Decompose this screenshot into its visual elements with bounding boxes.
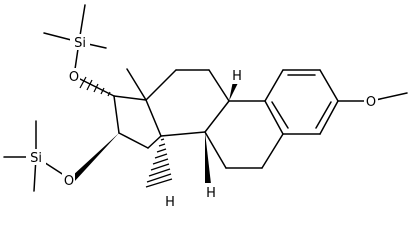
bond-c9-c8	[204, 100, 230, 133]
wedge-c9-h	[229, 81, 238, 101]
atom-h-14: H	[165, 195, 175, 210]
atom-si-lower: Si	[30, 151, 42, 166]
stereo-bonds	[71, 68, 238, 188]
bond-c16-c15	[118, 132, 149, 149]
bond-c8-c14	[160, 131, 206, 137]
bond-c7-c8	[204, 131, 227, 169]
bond-c11-c9	[208, 69, 230, 102]
molecule-structure: Si O Si O O H H H	[3, 4, 408, 210]
wedge-c16-o	[71, 133, 119, 182]
bond-c17-c13	[113, 95, 147, 101]
bond-c3-c4	[319, 100, 339, 135]
bond-c5-c10-inner	[271, 101, 289, 129]
bond-c13-c12	[145, 69, 177, 101]
bond-o-upper-c17	[73, 75, 115, 97]
atom-o-upper: O	[69, 70, 79, 85]
atom-si-upper: Si	[74, 36, 86, 51]
atom-h-8: H	[206, 186, 216, 201]
wedge-c8-h	[205, 132, 211, 184]
atom-o-lower: O	[64, 174, 74, 189]
hash-c17-o	[79, 76, 111, 97]
bond-c5-c6	[261, 133, 284, 169]
bond-c3-c4-inner	[315, 101, 332, 129]
hash-c14-h	[145, 138, 173, 188]
atom-h-9: H	[232, 69, 242, 84]
bond-c10-c5	[264, 100, 284, 135]
atom-labels: Si O Si O O H H H	[26, 34, 378, 210]
bond-c2-c3	[319, 69, 339, 102]
bond-c14-c13	[145, 99, 162, 137]
bond-c10-c1	[264, 69, 284, 102]
bond-c17-c16	[113, 95, 120, 134]
bond-c15-c14	[147, 135, 162, 149]
atom-o-methoxy: O	[366, 95, 376, 110]
bond-c13-methyl	[126, 68, 147, 101]
